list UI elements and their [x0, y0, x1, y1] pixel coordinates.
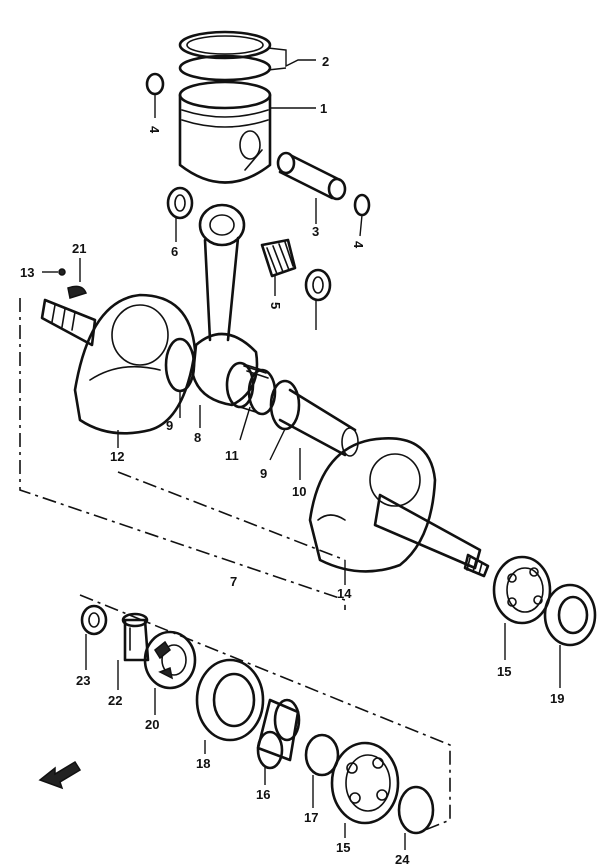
left-circlip: [80, 604, 108, 636]
big-end-needle-bearing: [225, 361, 277, 416]
connecting-rod: [191, 203, 259, 407]
callout-23: 23: [76, 673, 90, 688]
set-pin: [42, 268, 66, 276]
piston-ring-top: [178, 30, 272, 60]
left-main-bearing: [330, 741, 400, 825]
crankshaft-left-taper: [40, 298, 97, 347]
callout-17: 17: [304, 810, 318, 825]
callout-11: 11: [225, 448, 239, 463]
callout-19: 19: [550, 691, 564, 706]
callout-9-left: 9: [166, 418, 173, 433]
callout-4-left: 4: [147, 126, 162, 134]
big-end-washer-left: [164, 337, 196, 393]
callout-18: 18: [196, 756, 210, 771]
piston-pin: [276, 151, 347, 201]
woodruff-key: [67, 285, 87, 299]
crank-web-left: [73, 293, 197, 435]
callout-5: 5: [268, 302, 283, 309]
circlip-left: [145, 72, 165, 96]
callout-3: 3: [312, 224, 319, 239]
front-direction-arrow-icon: [38, 760, 82, 790]
callout-12: 12: [110, 449, 124, 464]
left-oil-seal: [195, 658, 265, 742]
callout-8: 8: [194, 430, 201, 445]
circlip-right: [353, 193, 371, 217]
callout-6: 6: [171, 244, 178, 259]
callout-9-right: 9: [260, 466, 267, 481]
callout-14: 14: [337, 586, 352, 601]
left-drive-gear: [143, 630, 197, 690]
callout-1: 1: [320, 101, 327, 116]
callout-15-top: 15: [497, 664, 511, 679]
callout-13: 13: [20, 265, 34, 280]
piston-ring-second: [178, 54, 272, 82]
crankshaft-right-taper: [373, 493, 490, 578]
thrust-washer-lower: [304, 268, 332, 302]
small-end-needle-bearing: [260, 238, 297, 278]
right-oil-seal: [543, 583, 597, 647]
left-spacer: [121, 612, 150, 662]
callout-4-right: 4: [351, 241, 366, 249]
callout-24: 24: [395, 852, 410, 867]
callout-21: 21: [72, 241, 86, 256]
crank-pin: [278, 388, 359, 457]
callout-7: 7: [230, 574, 237, 589]
left-bearing-sleeve: [256, 698, 301, 770]
assembly-bracket: [19, 298, 346, 610]
right-main-bearing: [492, 555, 552, 625]
left-shim-ring: [304, 733, 340, 777]
lower-group-bracket: [79, 594, 451, 831]
callout-16: 16: [256, 787, 270, 802]
callout-20: 20: [145, 717, 159, 732]
callout-22: 22: [108, 693, 122, 708]
callout-10: 10: [292, 484, 306, 499]
callout-2: 2: [322, 54, 329, 69]
crank-web-right: [308, 437, 437, 573]
callout-15-bottom: 15: [336, 840, 350, 855]
piston: [178, 80, 272, 184]
left-thin-washer: [397, 785, 435, 835]
thrust-washer-upper: [166, 186, 194, 220]
